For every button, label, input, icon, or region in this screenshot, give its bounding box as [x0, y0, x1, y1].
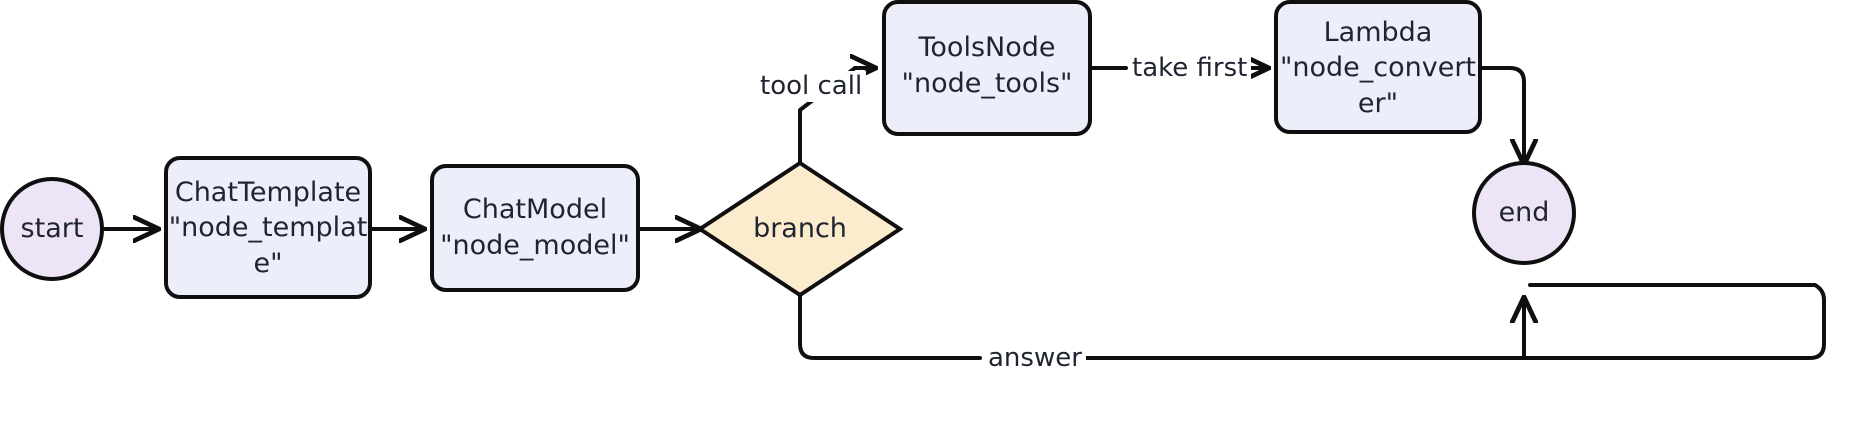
node-start[interactable] — [0, 177, 104, 281]
node-branch[interactable] — [696, 160, 904, 298]
node-node-tools[interactable] — [882, 0, 1092, 136]
node-node-model[interactable] — [430, 164, 640, 292]
edge-label-tool-call: tool call — [756, 71, 867, 103]
edge-label-answer: answer — [984, 343, 1086, 375]
node-node-converter[interactable] — [1274, 0, 1482, 134]
edge-converter-to-end — [1478, 66, 1524, 164]
edge-label-take-first: take first — [1128, 53, 1252, 85]
edge-branch-to-end-answer-left — [798, 294, 982, 360]
node-end[interactable] — [1472, 161, 1576, 265]
node-node-template[interactable] — [164, 156, 372, 299]
edge-branch-to-end-answer-right — [1078, 283, 1826, 360]
